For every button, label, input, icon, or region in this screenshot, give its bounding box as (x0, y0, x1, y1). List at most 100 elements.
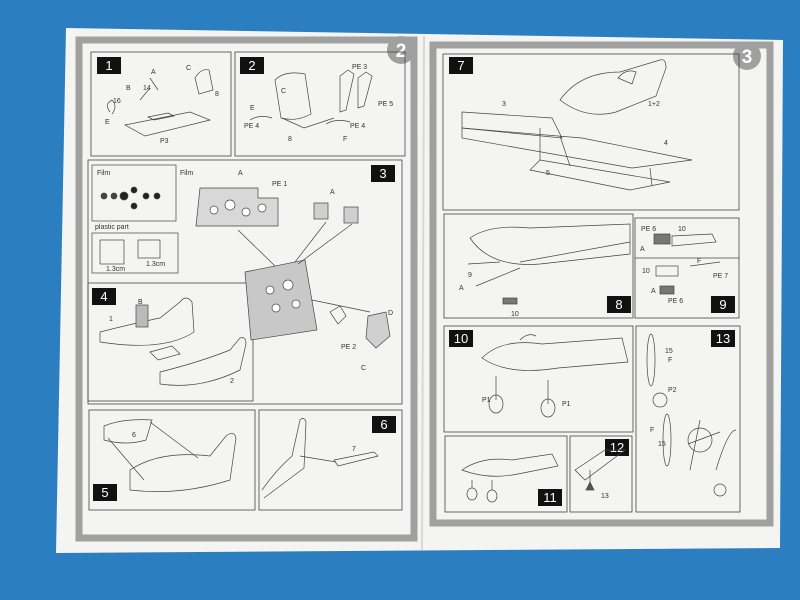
label-8-step2: 8 (288, 136, 292, 143)
paper-fold (421, 35, 425, 551)
label-f-step13-bottom: F (650, 427, 654, 434)
label-10-step8: 10 (511, 311, 519, 318)
label-13-step12: 13 (601, 493, 609, 500)
step-2-seat-drawing (249, 69, 373, 129)
step-7-wing-assembly-drawing (461, 59, 693, 191)
label-f-step2: F (343, 136, 347, 143)
step-number-13: 13 (716, 331, 730, 346)
panel-step-6 (258, 409, 403, 511)
step-number-4: 4 (100, 289, 107, 304)
panel-step-11 (444, 435, 568, 513)
panel-step-1 (90, 51, 232, 157)
label-a-step8-top: A (459, 285, 464, 292)
label-film: Film (180, 170, 193, 177)
label-a-step9-bottom: A (651, 288, 656, 295)
label-pe2: PE 2 (341, 344, 356, 351)
label-3-step7: 3 (502, 101, 506, 108)
page-2-frame (75, 36, 418, 542)
label-c-step1: C (186, 65, 191, 72)
label-pe6-top: PE 6 (641, 226, 656, 233)
label-b-step1: B (126, 85, 131, 92)
label-4-step7: 4 (664, 140, 668, 147)
step-number-8: 8 (615, 297, 622, 312)
film-inset-title: Film (97, 170, 110, 177)
label-15-top: 15 (665, 348, 673, 355)
label-pe7: PE 7 (713, 273, 728, 280)
label-16: 16 (113, 98, 121, 105)
label-9-step8: 9 (468, 272, 472, 279)
instruction-paper (56, 28, 783, 553)
panel-step-10 (443, 325, 634, 433)
step-8-underside-drawing (467, 223, 631, 305)
page-number-2: 2 (396, 41, 407, 62)
label-5-step7: 5 (546, 170, 550, 177)
label-a-step9: A (640, 246, 645, 253)
step-3-film-inset (91, 164, 179, 274)
step-number-5: 5 (101, 485, 108, 500)
step-number-7: 7 (457, 58, 464, 73)
label-pe3: PE 3 (352, 64, 367, 71)
label-pe6-bottom: PE 6 (668, 298, 683, 305)
dimension-label-1: 1.3cm (106, 266, 125, 273)
label-pe4-right: PE 4 (350, 123, 365, 130)
label-p2: P2 (668, 387, 677, 394)
step-number-6: 6 (380, 417, 387, 432)
label-f-step9: F (697, 258, 701, 265)
label-1-step4: 1 (109, 316, 113, 323)
page-number-2-badge: 2 (387, 36, 415, 64)
label-pe5: PE 5 (378, 101, 393, 108)
label-8-step1: 8 (215, 91, 219, 98)
label-10-step9-top: 10 (678, 226, 686, 233)
panel-step-13 (635, 325, 741, 513)
panel-step-5 (88, 409, 256, 511)
step-6-tail-drawing (261, 418, 379, 499)
step-13-propeller-drawing (646, 333, 737, 497)
label-a-step3-right: A (330, 189, 335, 196)
label-c-step2: C (281, 88, 286, 95)
label-c-step3: C (361, 365, 366, 372)
label-a-step3-top: A (238, 170, 243, 177)
label-p1-right: P1 (562, 401, 571, 408)
page-number-3: 3 (742, 47, 753, 68)
panel-step-4 (87, 282, 254, 402)
label-14: 14 (143, 85, 151, 92)
plastic-part-label: plastic part (95, 224, 129, 231)
label-7-step6: 7 (352, 446, 356, 453)
step-10-landing-gear-drawing (481, 334, 629, 418)
panel-step-2 (234, 51, 406, 157)
label-e-step1: E (105, 119, 110, 126)
step-number-2: 2 (248, 58, 255, 73)
step-5-fuselage-join-drawing (103, 419, 237, 492)
step-12-tailwheel-drawing (574, 449, 627, 491)
step-11-aircraft-side-drawing (461, 453, 559, 503)
step-4-fuselage-half-drawing (99, 297, 247, 386)
step-number-10: 10 (454, 331, 468, 346)
label-2-step4: 2 (230, 378, 234, 385)
panel-step-8 (443, 213, 634, 319)
label-p3: P3 (160, 138, 169, 145)
page-number-3-badge: 3 (733, 42, 761, 70)
step-3-instrument-panel-drawing (195, 187, 391, 349)
label-pe1: PE 1 (272, 181, 287, 188)
panel-step-3 (87, 159, 403, 405)
label-1plus2: 1+2 (648, 101, 660, 108)
panel-step-12 (569, 435, 633, 513)
step-number-3: 3 (379, 166, 386, 181)
label-e-step2: E (250, 105, 255, 112)
label-6-step5: 6 (132, 432, 136, 439)
label-f-step13-top: F (668, 357, 672, 364)
label-15-bottom: 15 (658, 441, 666, 448)
label-d: D (388, 310, 393, 317)
panel-step-9 (634, 217, 740, 319)
step-9-radiator-drawing (653, 233, 721, 295)
step-number-1: 1 (105, 58, 112, 73)
dimension-label-2: 1.3cm (146, 261, 165, 268)
page-3-frame (429, 41, 774, 527)
step-number-11: 11 (543, 490, 557, 505)
label-b-step4: B (138, 299, 143, 306)
label-10-step9-bottom: 10 (642, 268, 650, 275)
panel-step-7 (442, 53, 740, 211)
label-p1-left: P1 (482, 397, 491, 404)
step-1-cockpit-floor-drawing (107, 69, 214, 137)
